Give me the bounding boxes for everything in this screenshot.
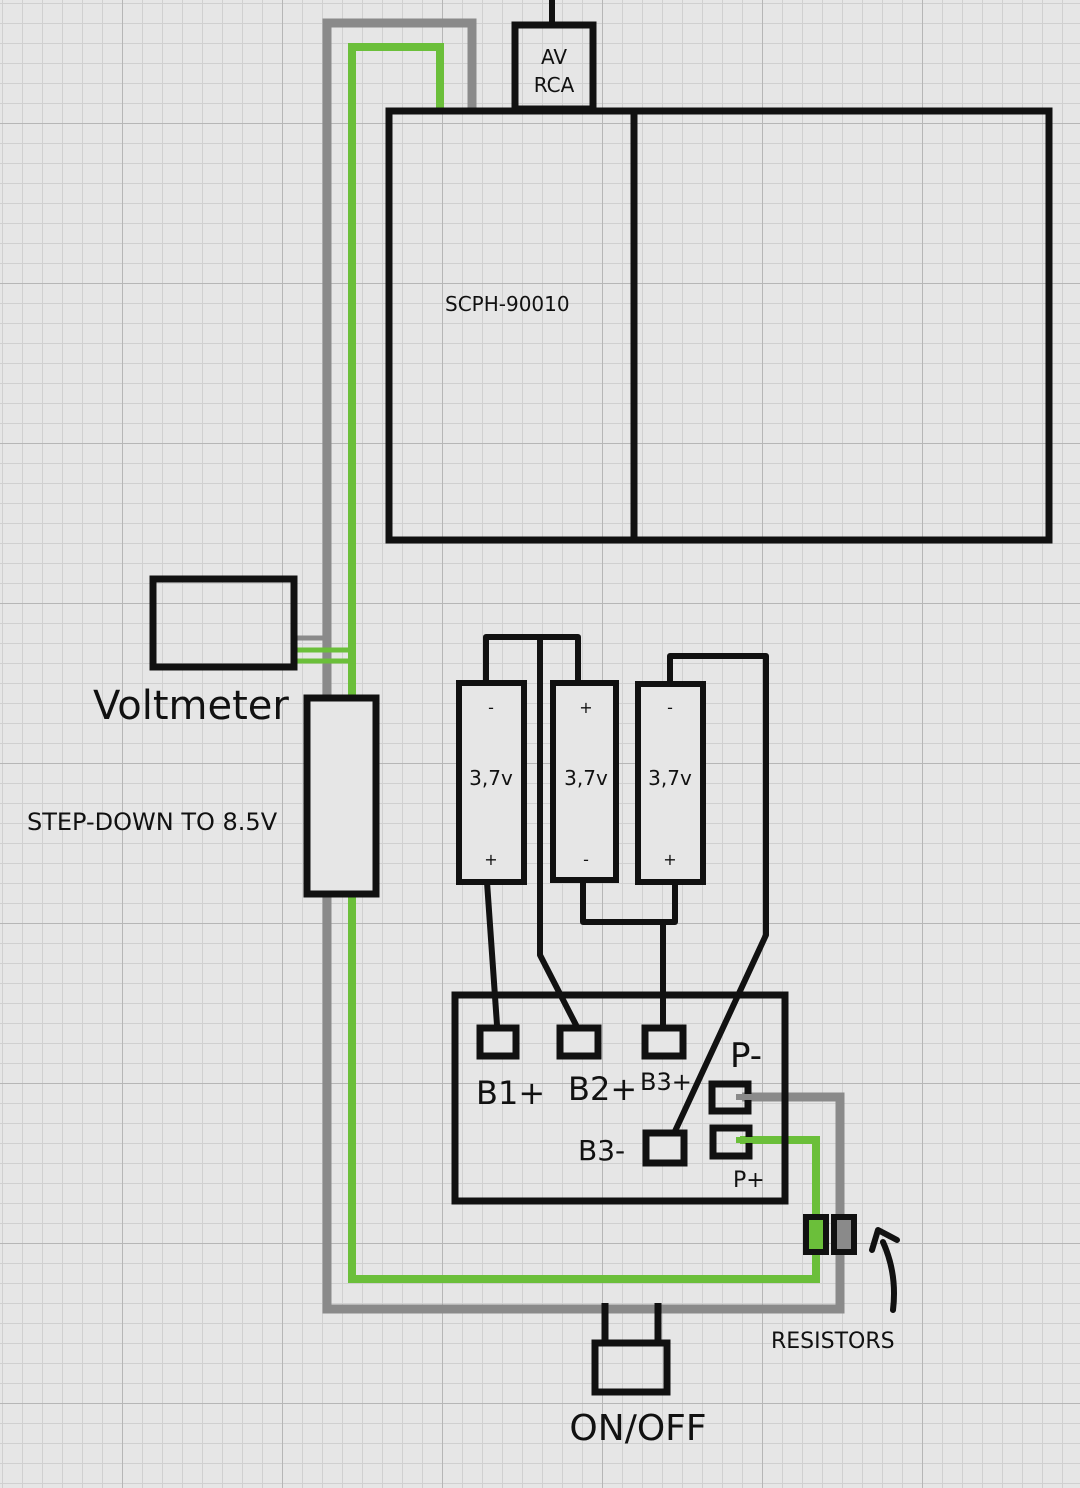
console-body: SCPH-90010 xyxy=(385,107,1053,544)
on-off-switch: ON/OFF xyxy=(569,1303,707,1449)
b3-plus-pad xyxy=(641,1024,687,1060)
b2-plus-pad xyxy=(556,1024,602,1060)
wire-cell3-top-to-b3-minus xyxy=(667,653,769,1145)
wire-cell1-top-to-cell2-top xyxy=(483,634,581,685)
av-rca-connector: AV RCA xyxy=(511,0,597,113)
stepdown-label: STEP-DOWN TO 8.5V xyxy=(27,808,278,836)
p-plus-label: P+ xyxy=(733,1168,765,1193)
voltmeter: Voltmeter xyxy=(93,575,298,729)
resistor-2 xyxy=(831,1214,857,1255)
switch-label: ON/OFF xyxy=(569,1408,706,1449)
b3-minus-label: B3- xyxy=(578,1134,625,1167)
cell-2-top-polarity: + xyxy=(579,698,592,717)
battery-cell-1: - 3,7v + xyxy=(456,680,527,885)
cell-2-voltage: 3,7v xyxy=(564,766,608,790)
console-label: SCPH-90010 xyxy=(445,292,570,316)
battery-cell-3: - 3,7v + xyxy=(635,681,706,885)
resistors: RESISTORS xyxy=(771,1214,900,1354)
cell-3-bottom-polarity: + xyxy=(663,850,676,869)
b2-plus-label: B2+ xyxy=(568,1070,637,1108)
green-wire-main xyxy=(348,43,820,1283)
wire-to-b2-plus xyxy=(537,634,579,1028)
cell-1-voltage: 3,7v xyxy=(469,766,513,790)
cell-3-voltage: 3,7v xyxy=(648,766,692,790)
resistors-label: RESISTORS xyxy=(771,1329,895,1354)
voltmeter-label: Voltmeter xyxy=(93,683,289,729)
b3-plus-label: B3+ xyxy=(640,1068,692,1096)
wire-to-b1-plus xyxy=(484,879,500,1028)
wire-cell2-bottom-to-cell3-bottom xyxy=(580,879,678,925)
rca-label: RCA xyxy=(534,73,575,97)
cell-1-top-polarity: - xyxy=(488,698,494,717)
av-label: AV xyxy=(541,45,567,69)
cell-3-top-polarity: - xyxy=(667,698,673,717)
b1-plus-pad xyxy=(476,1024,520,1060)
cell-2-bottom-polarity: - xyxy=(583,850,589,869)
b1-plus-label: B1+ xyxy=(476,1074,545,1112)
cell-1-bottom-polarity: + xyxy=(484,850,497,869)
b3-minus-pad xyxy=(642,1129,688,1167)
p-minus-label: P- xyxy=(730,1036,762,1076)
step-down-converter: STEP-DOWN TO 8.5V xyxy=(27,694,380,898)
resistors-pointer-arrow xyxy=(869,1227,900,1313)
battery-cell-2: + 3,7v - xyxy=(550,680,619,883)
resistor-1 xyxy=(803,1214,829,1255)
bms-board: B1+ B2+ B3+ B3- P- P+ xyxy=(451,991,789,1205)
gray-wire-main xyxy=(322,18,845,1314)
